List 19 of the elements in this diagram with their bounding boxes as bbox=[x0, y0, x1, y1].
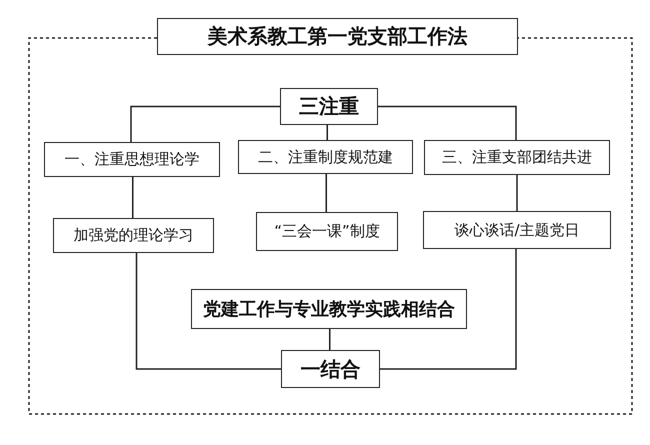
category-box: 二、注重制度规范建 bbox=[238, 140, 413, 174]
title-box: 美术系教工第一党支部工作法 bbox=[157, 18, 518, 55]
item-box: 党建工作与专业教学实践相结合 bbox=[191, 289, 467, 329]
connector-line bbox=[130, 106, 280, 142]
connector-line bbox=[329, 329, 330, 350]
category-box: 三注重 bbox=[280, 88, 378, 125]
connector-line bbox=[326, 125, 328, 140]
category-box: 三、注重支部团结共进 bbox=[424, 140, 610, 175]
connector-line bbox=[378, 106, 517, 140]
item-box: “三会一课”制度 bbox=[256, 212, 398, 251]
connector-line bbox=[136, 253, 281, 370]
connector-line bbox=[326, 174, 327, 212]
category-box: 一、注重思想理论学 bbox=[44, 142, 220, 177]
connector-line bbox=[132, 177, 134, 218]
connector-line bbox=[380, 249, 517, 370]
item-box: 加强党的理论学习 bbox=[53, 218, 214, 253]
category-box: 一结合 bbox=[281, 350, 380, 388]
item-box: 谈心谈话/主题党日 bbox=[423, 211, 611, 249]
connector-line bbox=[516, 175, 518, 211]
